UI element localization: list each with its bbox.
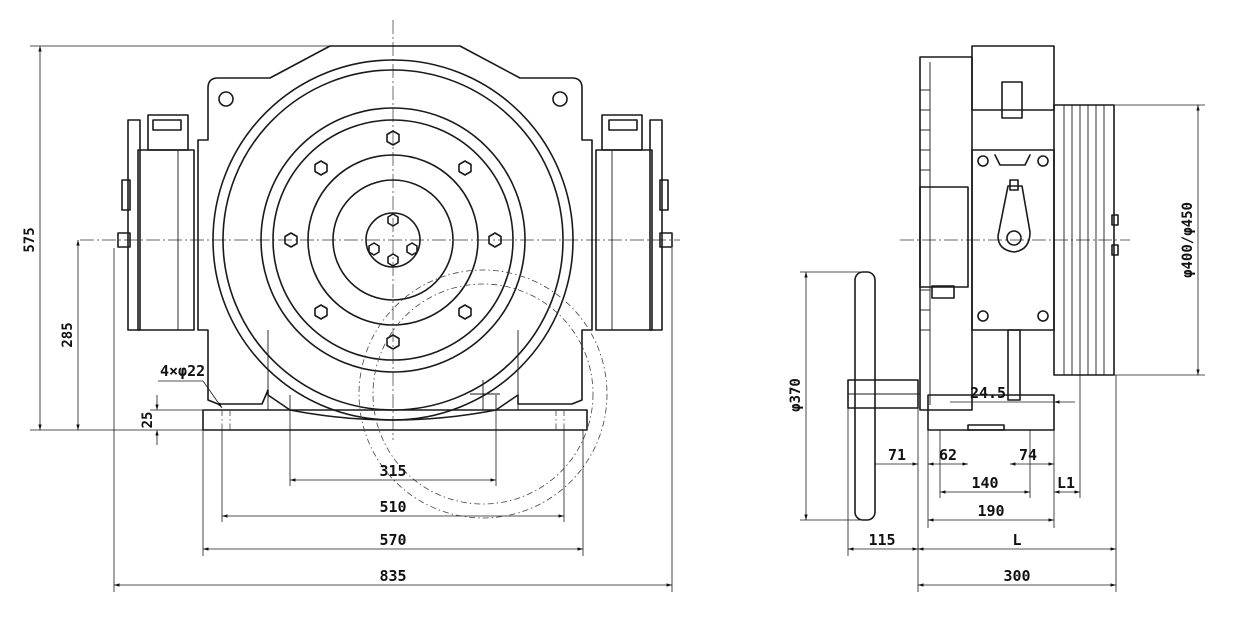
sheave-nut	[1111, 214, 1119, 226]
shaft-ring	[365, 212, 421, 268]
brake-bolt	[977, 155, 989, 167]
hub-ring-inner	[332, 179, 454, 301]
brake-right-spring	[608, 119, 638, 131]
brake-housing-top	[971, 45, 1055, 111]
hex-bolt	[314, 160, 328, 176]
flange-ring-inner	[272, 119, 514, 361]
hex-bolt	[386, 334, 400, 350]
corner-hole-right	[552, 91, 568, 107]
brake-bolt	[1037, 310, 1049, 322]
dim-71-label: 71	[888, 446, 906, 464]
dim-140-label: 140	[971, 474, 998, 492]
hex-bolt	[458, 304, 472, 320]
brake-right-top	[601, 114, 643, 151]
sheave-nut	[1111, 244, 1119, 256]
dim-sheave-label: φ400/φ450	[1180, 202, 1196, 278]
holes-leader	[202, 380, 223, 409]
dim-575-label: 575	[22, 227, 38, 252]
hex-bolt	[284, 232, 298, 248]
motor-housing	[197, 45, 593, 421]
brake-bolt	[977, 310, 989, 322]
hex-bolt	[488, 232, 502, 248]
brake-right-lug	[659, 179, 669, 211]
brake-left-top	[147, 114, 189, 151]
brake-right-plate	[649, 119, 663, 331]
inner-bolt-pattern	[368, 213, 418, 267]
flange-ring	[260, 107, 526, 373]
junction-box	[919, 186, 969, 288]
brake-left-nut	[117, 232, 131, 248]
brake-left-spring	[152, 119, 182, 131]
release-lever-pivot	[1006, 230, 1022, 246]
holes-label: 4×φ22	[160, 362, 205, 380]
dim-300-label: 300	[1003, 567, 1030, 585]
brake-right	[595, 114, 673, 331]
brake-bolt	[1037, 155, 1049, 167]
brake-right-nut	[659, 232, 673, 248]
dim-315-label: 315	[379, 462, 406, 480]
brake-left-plate	[127, 119, 141, 331]
hex-bolt-small	[387, 213, 399, 227]
outer-ring	[212, 59, 574, 421]
brake-left-lug	[121, 179, 131, 211]
hub-ring	[307, 154, 479, 326]
side-view: φ370 φ400/φ450 24.5 71 62 74 140 L	[788, 45, 1205, 592]
dim-510-label: 510	[379, 498, 406, 516]
front-view: 575 285 25 4×φ22 315 510 570 835	[22, 20, 680, 592]
hex-bolt-small	[387, 253, 399, 267]
outer-ring-inner	[222, 69, 564, 411]
handwheel-rim	[854, 271, 876, 521]
sheave-grooves	[1063, 105, 1105, 375]
junction-box-clip	[931, 285, 955, 299]
hex-bolt	[458, 160, 472, 176]
dim-24-5-label: 24.5	[970, 384, 1006, 402]
release-lever	[997, 185, 1031, 253]
dim-570-label: 570	[379, 531, 406, 549]
hex-bolt-small	[406, 242, 418, 256]
release-lever-pin	[1009, 179, 1019, 191]
dim-115-label: 115	[868, 531, 895, 549]
dim-835-label: 835	[379, 567, 406, 585]
brake-bracket	[994, 154, 1031, 166]
release-rod	[1007, 329, 1021, 401]
dim-L-label: L	[1012, 531, 1021, 549]
dim-190-label: 190	[977, 502, 1004, 520]
dim-370-label: φ370	[788, 378, 804, 412]
handwheel-phantom-inner	[372, 283, 594, 505]
hex-bolt	[314, 304, 328, 320]
hex-bolt	[386, 130, 400, 146]
corner-hole-left	[218, 91, 234, 107]
dim-285-label: 285	[60, 322, 76, 347]
dim-74-label: 74	[1019, 446, 1037, 464]
brake-left	[117, 114, 195, 331]
cooling-fins	[920, 89, 930, 331]
side-base-notch	[967, 424, 1005, 431]
traction-sheave	[1053, 104, 1115, 376]
outer-bolt-pattern	[284, 130, 502, 350]
dim-L1-label: L1	[1057, 474, 1075, 492]
handwheel-phantom-outer	[358, 269, 608, 519]
hex-bolt-small	[368, 242, 380, 256]
brake-lever-top	[1001, 81, 1023, 119]
dim-25-label: 25	[140, 412, 156, 429]
dim-62-label: 62	[939, 446, 957, 464]
